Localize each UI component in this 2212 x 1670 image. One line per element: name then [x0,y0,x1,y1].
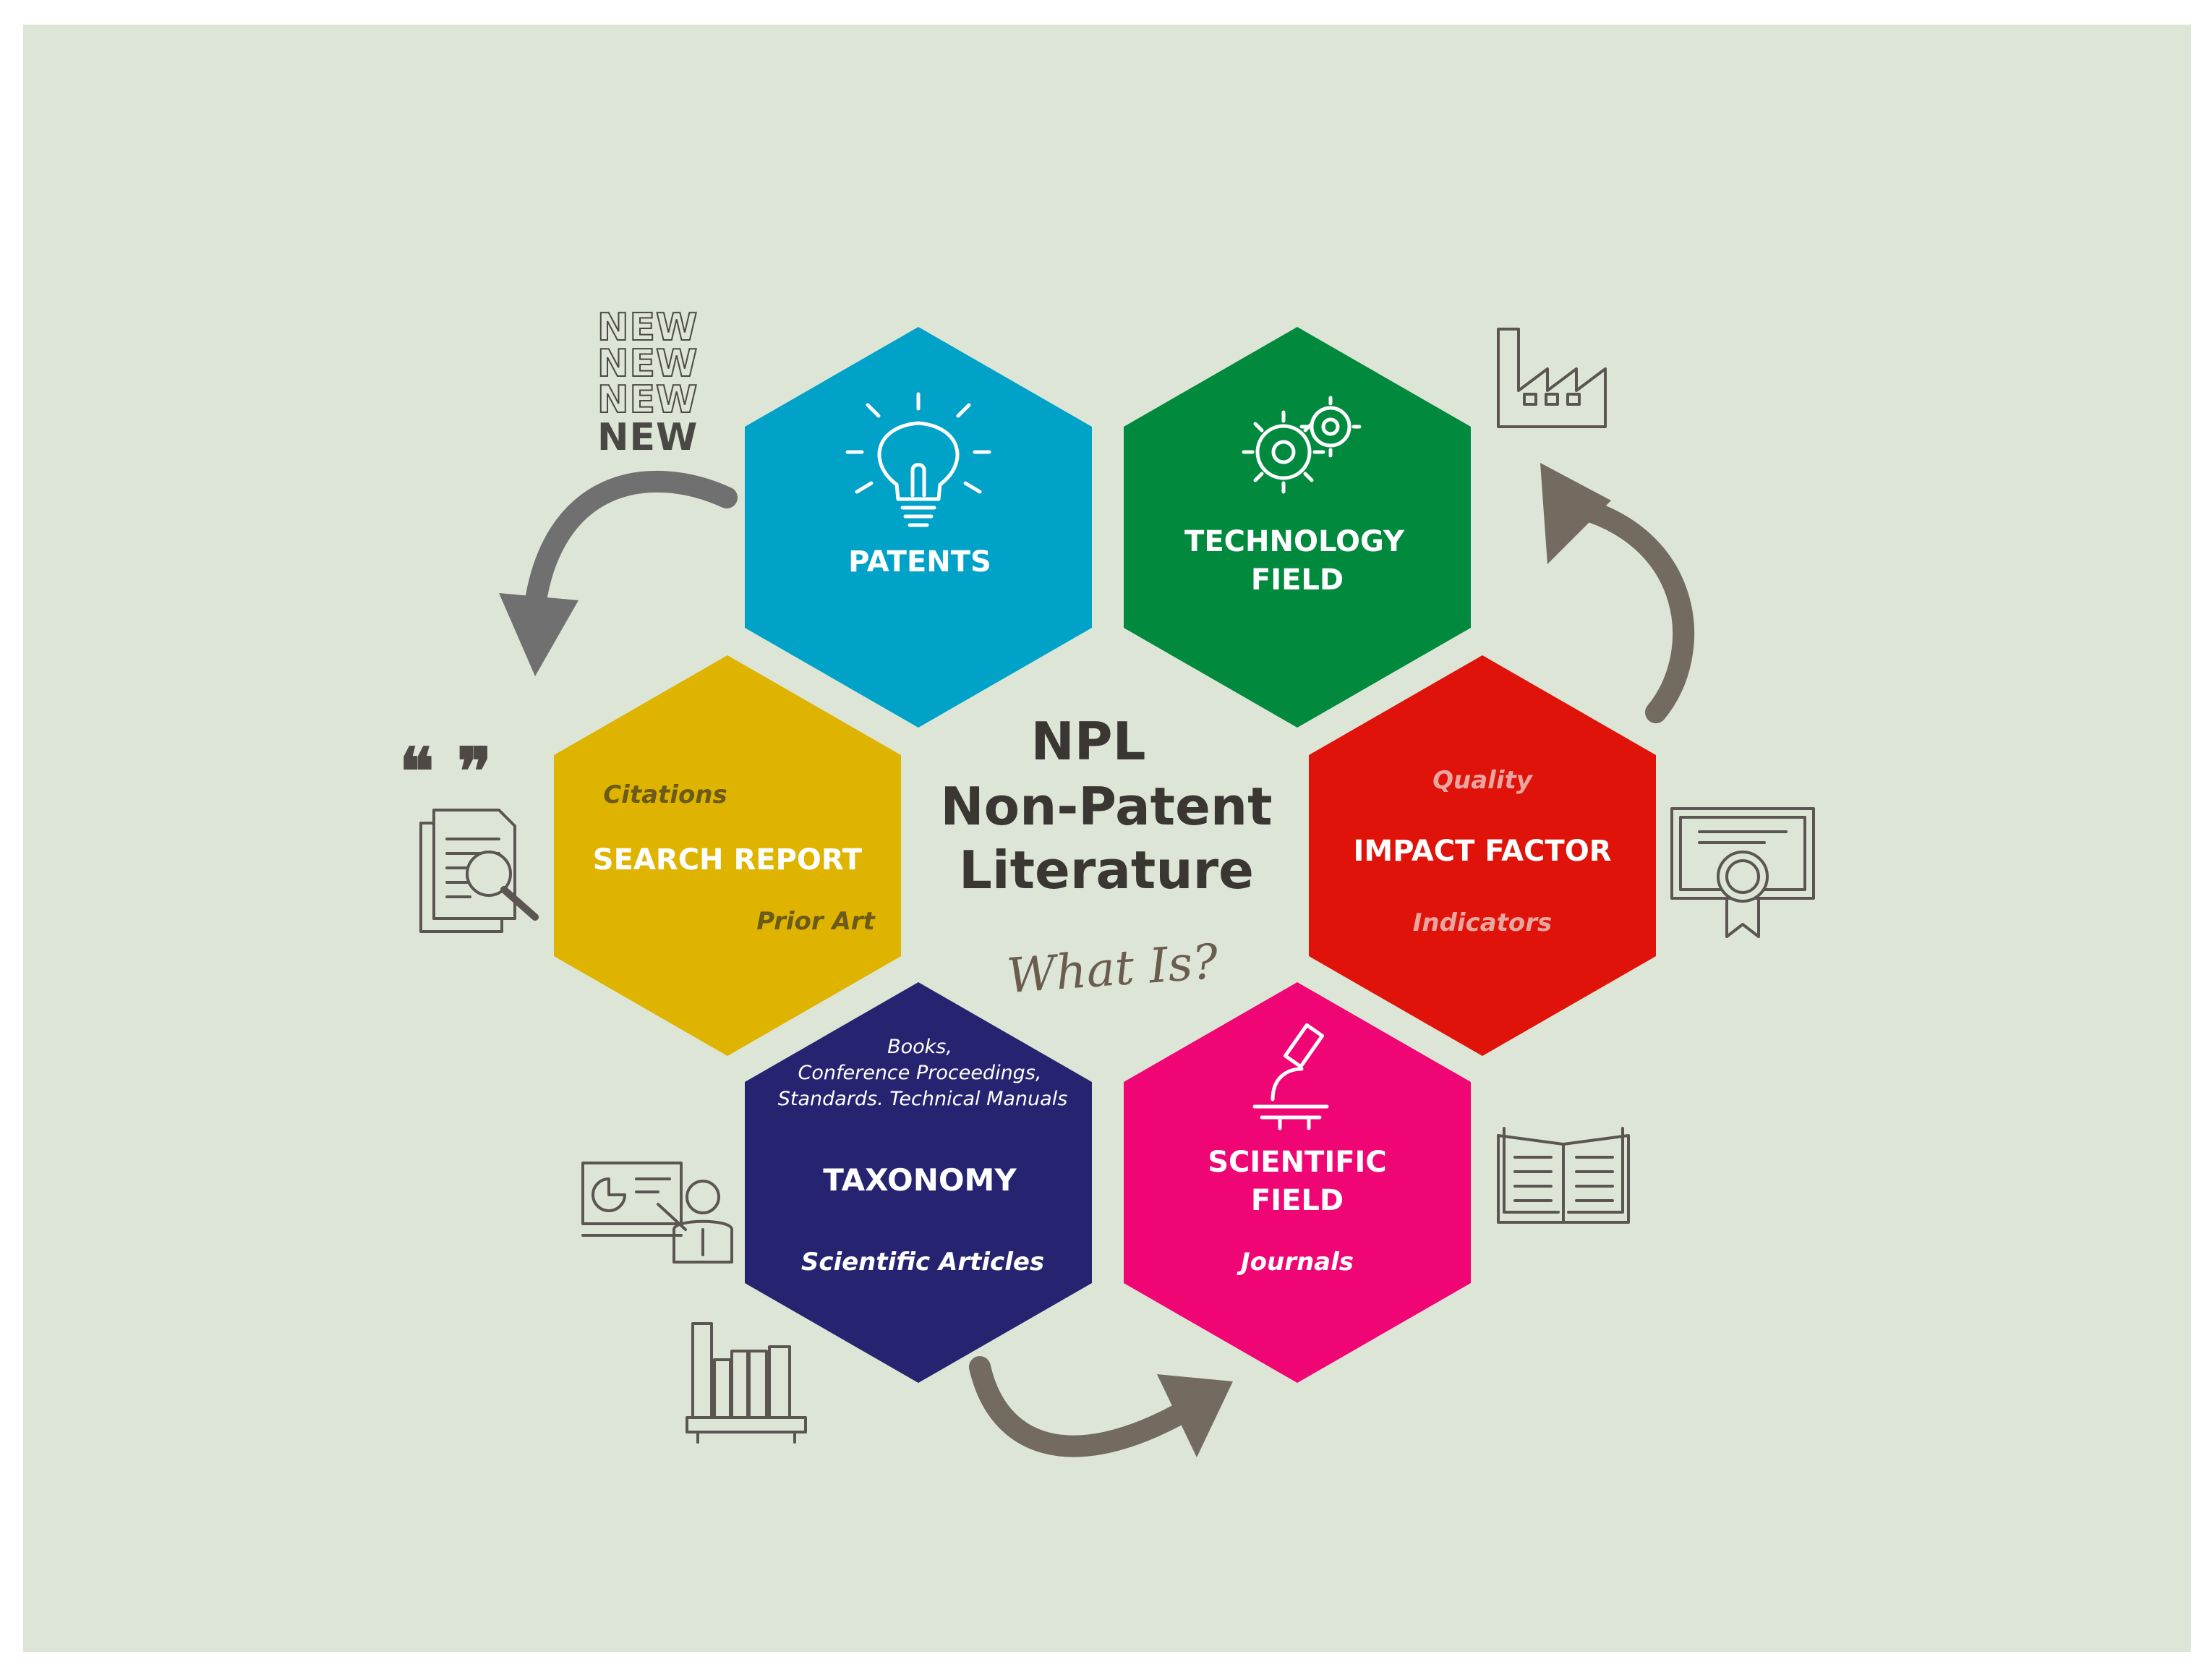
search-bottom: Prior Art [756,907,876,936]
gears-icon [1242,396,1362,494]
taxonomy-top-3: Standards. Technical Manuals [778,1088,1068,1110]
search-top: Citations [603,780,727,809]
taxonomy-top-2: Conference Proceedings, [798,1062,1042,1084]
lightbulb-icon [845,392,991,527]
document-search-icon [419,809,539,933]
hex-search-report [554,655,901,1056]
new-badge-line-1: NEW [597,306,698,349]
scientific-bottom: Journals [1237,1248,1354,1277]
presentation-icon [581,1162,733,1264]
microscope-icon [1252,1023,1329,1130]
center-non-patent: Non-Patent [940,776,1272,837]
arrow-top-right-head [1540,463,1611,564]
center-npl: NPL [1031,711,1146,772]
patents-title: PATENTS [848,545,991,579]
new-badge-line-3: NEW [597,378,698,422]
factory-icon [1497,328,1607,428]
taxonomy-title: TAXONOMY [823,1162,1017,1198]
arrow-top-left [523,470,738,626]
taxonomy-top-1: Books, [887,1036,952,1058]
technology-title-2: FIELD [1251,563,1344,597]
new-badge-line-4: NEW [597,416,698,459]
arrow-top-right [1562,495,1695,723]
impact-title: IMPACT FACTOR [1354,835,1612,868]
impact-top: Quality [1432,766,1534,795]
impact-bottom: Indicators [1413,908,1553,937]
scientific-title-1: SCIENTIFIC [1208,1146,1387,1179]
hex-technology [1124,327,1471,728]
new-badge: NEW NEW NEW NEW [597,305,698,459]
hex-impact-factor [1309,655,1656,1056]
arrow-bottom-head [1157,1374,1233,1457]
hex-patents [745,327,1092,728]
certificate-icon [1670,807,1815,938]
hex-scientific [1124,982,1471,1383]
open-book-icon [1497,1127,1630,1224]
hex-taxonomy [745,982,1092,1383]
center-literature: Literature [959,840,1254,900]
arrow-bottom [969,1356,1197,1457]
search-title: SEARCH REPORT [593,843,863,877]
taxonomy-bottom: Scientific Articles [801,1248,1044,1277]
quote-icon: ❝ ❞ [399,733,492,810]
arrow-top-left-head [499,593,578,676]
scientific-title-2: FIELD [1251,1184,1344,1217]
background-panel [23,25,2191,1652]
books-shelf-icon [686,1322,807,1444]
new-badge-line-2: NEW [597,342,698,385]
technology-title-1: TECHNOLOGY [1184,525,1405,558]
